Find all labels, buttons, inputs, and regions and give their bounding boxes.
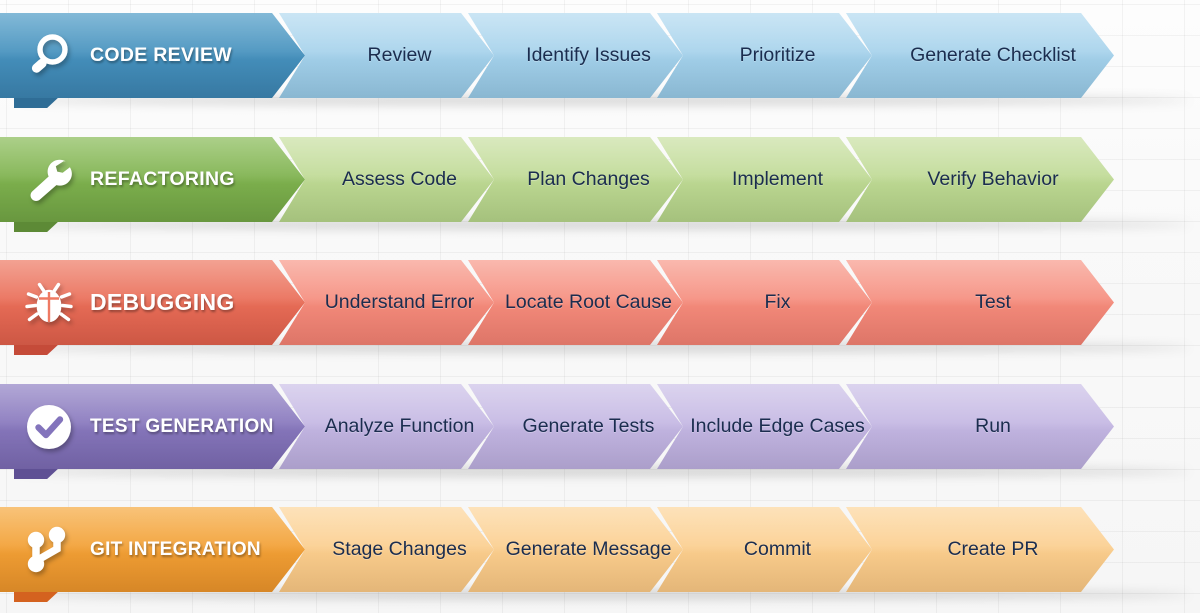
step-chevron-debugging-3[interactable]: Fix bbox=[657, 260, 872, 345]
step-label: Locate Root Cause bbox=[505, 290, 672, 313]
step-chevron-code-review-4[interactable]: Generate Checklist bbox=[846, 13, 1114, 98]
category-label: CODE REVIEW bbox=[90, 43, 232, 66]
step-label: Verify Behavior bbox=[927, 167, 1059, 190]
bug-icon bbox=[22, 276, 76, 330]
ribbon-row-refactoring: REFACTORING Assess Code Plan Changes Implem… bbox=[0, 137, 1200, 232]
step-label: Analyze Function bbox=[324, 414, 475, 437]
step-chevron-git-integration-2[interactable]: Generate Message bbox=[468, 507, 683, 592]
step-label: Generate Message bbox=[505, 537, 672, 560]
ribbon: REFACTORING Assess Code Plan Changes Implem… bbox=[0, 137, 1200, 222]
ribbon: CODE REVIEW Review Identify Issues Prioriti… bbox=[0, 13, 1200, 98]
step-label: Assess Code bbox=[342, 167, 457, 190]
step-chevron-debugging-4[interactable]: Test bbox=[846, 260, 1114, 345]
step-chevron-refactoring-4[interactable]: Verify Behavior bbox=[846, 137, 1114, 222]
step-chevron-test-generation-4[interactable]: Run bbox=[846, 384, 1114, 469]
step-label: Generate Checklist bbox=[910, 43, 1076, 66]
category-header-code-review[interactable]: CODE REVIEW bbox=[0, 13, 305, 98]
step-label: Plan Changes bbox=[527, 167, 650, 190]
step-label: Implement bbox=[731, 167, 824, 190]
category-header-debugging[interactable]: DEBUGGING bbox=[0, 260, 305, 345]
wrench-icon bbox=[22, 153, 76, 207]
step-label: Generate Tests bbox=[522, 414, 655, 437]
ribbon: GIT INTEGRATION Stage Changes Generate Mes… bbox=[0, 507, 1200, 592]
step-label: Identify Issues bbox=[526, 43, 651, 66]
git-branch-icon bbox=[22, 523, 76, 577]
category-header-git-integration[interactable]: GIT INTEGRATION bbox=[0, 507, 305, 592]
step-chevron-test-generation-1[interactable]: Analyze Function bbox=[279, 384, 494, 469]
step-label: Include Edge Cases bbox=[690, 414, 865, 437]
step-chevron-test-generation-2[interactable]: Generate Tests bbox=[468, 384, 683, 469]
step-chevron-git-integration-1[interactable]: Stage Changes bbox=[279, 507, 494, 592]
category-header-test-generation[interactable]: TEST GENERATION bbox=[0, 384, 305, 469]
category-label: REFACTORING bbox=[90, 167, 235, 190]
step-chevron-refactoring-1[interactable]: Assess Code bbox=[279, 137, 494, 222]
step-label: Understand Error bbox=[324, 290, 475, 313]
ribbon-row-git-integration: GIT INTEGRATION Stage Changes Generate Mes… bbox=[0, 507, 1200, 602]
step-chevron-code-review-1[interactable]: Review bbox=[279, 13, 494, 98]
ribbon-row-debugging: DEBUGGING Understand Error Locate Root Cau… bbox=[0, 260, 1200, 355]
step-chevron-git-integration-3[interactable]: Commit bbox=[657, 507, 872, 592]
step-chevron-code-review-2[interactable]: Identify Issues bbox=[468, 13, 683, 98]
step-chevron-test-generation-3[interactable]: Include Edge Cases bbox=[657, 384, 872, 469]
step-label: Stage Changes bbox=[332, 537, 467, 560]
category-label: TEST GENERATION bbox=[90, 416, 274, 437]
step-chevron-code-review-3[interactable]: Prioritize bbox=[657, 13, 872, 98]
step-chevron-refactoring-2[interactable]: Plan Changes bbox=[468, 137, 683, 222]
step-chevron-refactoring-3[interactable]: Implement bbox=[657, 137, 872, 222]
step-label: Test bbox=[975, 290, 1011, 313]
ribbon-row-test-generation: TEST GENERATION Analyze Function Generate … bbox=[0, 384, 1200, 479]
step-label: Create PR bbox=[947, 537, 1039, 560]
step-chevron-debugging-1[interactable]: Understand Error bbox=[279, 260, 494, 345]
step-label: Commit bbox=[743, 537, 812, 560]
ribbon: DEBUGGING Understand Error Locate Root Cau… bbox=[0, 260, 1200, 345]
step-chevron-git-integration-4[interactable]: Create PR bbox=[846, 507, 1114, 592]
category-label: DEBUGGING bbox=[90, 289, 235, 315]
ribbon-row-code-review: CODE REVIEW Review Identify Issues Prioriti… bbox=[0, 13, 1200, 108]
step-label: Review bbox=[367, 43, 432, 66]
check-circle-icon bbox=[22, 400, 76, 454]
step-label: Fix bbox=[764, 290, 791, 313]
step-label: Prioritize bbox=[739, 43, 816, 66]
category-header-refactoring[interactable]: REFACTORING bbox=[0, 137, 305, 222]
magnifier-icon bbox=[22, 29, 76, 83]
ribbon: TEST GENERATION Analyze Function Generate … bbox=[0, 384, 1200, 469]
category-label: GIT INTEGRATION bbox=[90, 539, 261, 560]
step-label: Run bbox=[975, 414, 1011, 437]
step-chevron-debugging-2[interactable]: Locate Root Cause bbox=[468, 260, 683, 345]
